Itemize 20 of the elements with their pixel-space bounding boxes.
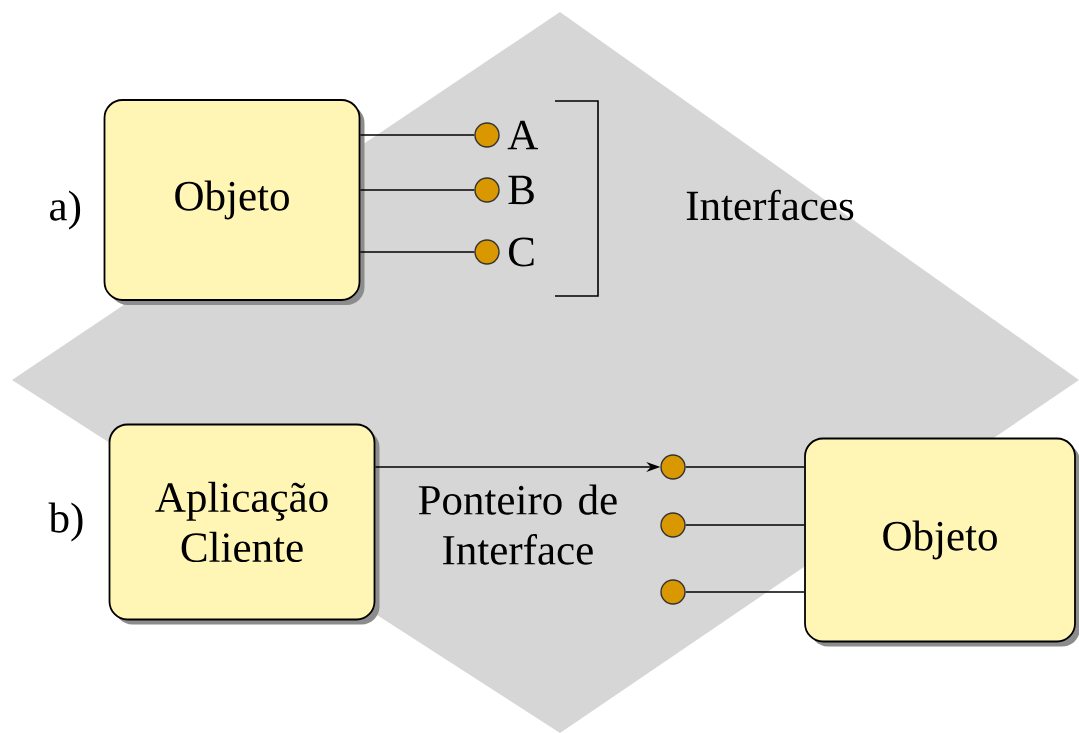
interface-circle: [474, 177, 500, 203]
interface-circle: [474, 122, 500, 148]
connector: [685, 591, 805, 593]
interface-letter: B: [508, 175, 534, 205]
edge-label: Ponteiro de Interface: [418, 484, 617, 565]
connector: [685, 466, 805, 468]
interface-letter: A: [507, 120, 538, 150]
connector: [359, 251, 475, 253]
object-box: Objeto: [103, 99, 365, 305]
interface-circle: [660, 454, 686, 480]
interface-circle: [474, 239, 500, 265]
label: Interfaces: [686, 189, 854, 221]
connector: [685, 524, 805, 526]
connector: [359, 189, 475, 191]
interface-letter: C: [509, 237, 534, 267]
connector: [359, 134, 475, 136]
object-box: Aplicação Cliente: [108, 423, 380, 625]
interface-circle: [660, 512, 686, 538]
interface-circle: [660, 579, 686, 605]
object-box: Objeto: [804, 437, 1079, 647]
